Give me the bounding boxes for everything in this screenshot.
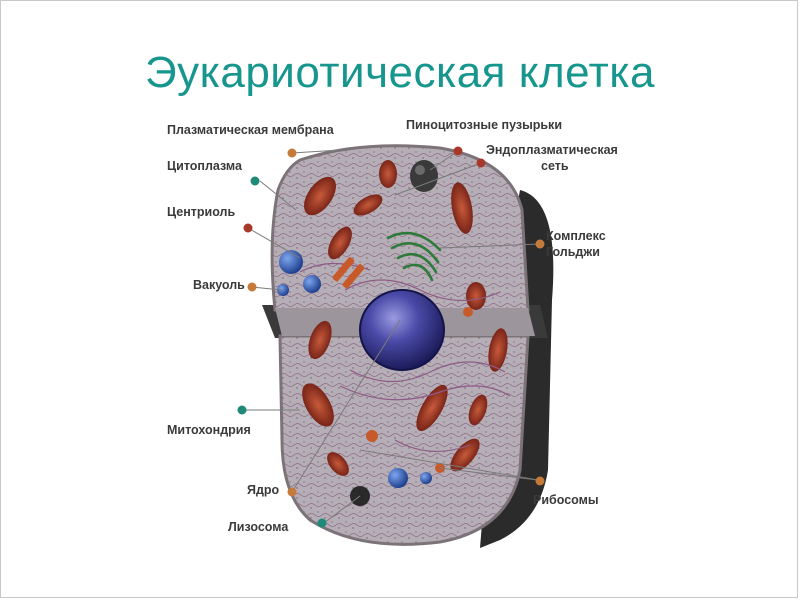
pin-marker (317, 518, 327, 528)
pin-marker (247, 282, 257, 292)
mitochondrion (353, 194, 383, 216)
mitochondrion (308, 320, 332, 360)
label-ribosomes: Рибосомы (533, 493, 599, 507)
mitochondrion (466, 282, 486, 310)
mitochondrion (328, 226, 352, 260)
pin-marker (287, 148, 297, 158)
lysosomes (366, 307, 473, 473)
pin-marker (287, 487, 297, 497)
label-mitochondria: Митохондрия (167, 423, 251, 437)
pin-marker (535, 476, 545, 486)
golgi-complex (386, 231, 442, 282)
vacuole (420, 472, 432, 484)
pin-marker (535, 239, 545, 249)
nucleus (359, 289, 445, 371)
label-lysosome: Лизосома (228, 520, 289, 534)
mitochondrion (451, 182, 473, 234)
leader-lines (244, 149, 541, 524)
label-plasma-membrane: Плазматическая мембрана (167, 123, 335, 137)
mitochondrion (416, 384, 448, 432)
label-cytoplasm: Цитоплазма (167, 159, 243, 173)
label-golgi-line2: Гольджи (546, 245, 600, 259)
mitochondrion (327, 452, 349, 476)
vacuole (388, 468, 408, 488)
slide-title: Эукариотическая клетка (145, 48, 655, 97)
pin-marker (250, 176, 260, 186)
labels: Плазматическая мембрана Цитоплазма Центр… (167, 118, 618, 534)
label-pinocytic-vesicles: Пиноцитозные пузырьки (406, 118, 562, 132)
mitochondrion (488, 328, 508, 372)
label-nucleus: Ядро (247, 483, 280, 497)
pin-marker (243, 223, 253, 233)
pin-marker (476, 158, 486, 168)
label-vacuole: Вакуоль (193, 278, 245, 292)
pin-marker (453, 146, 463, 156)
mitochondrion (302, 383, 334, 427)
vacuole (279, 250, 303, 274)
pin-marker (237, 405, 247, 415)
label-er-line1: Эндоплазматическая (486, 143, 618, 157)
mitochondria-group (302, 160, 508, 476)
label-er-line2: сеть (541, 159, 569, 173)
mitochondrion (379, 160, 397, 188)
vacuole (303, 275, 321, 293)
mitochondrion (468, 394, 488, 426)
label-centriole: Центриоль (167, 205, 235, 219)
mitochondrion (304, 176, 336, 216)
mitochondrion (450, 438, 480, 472)
label-golgi-line1: Комплекс (546, 229, 606, 243)
centriole (332, 257, 365, 289)
label-pins (237, 146, 545, 528)
vacuole (277, 284, 289, 296)
